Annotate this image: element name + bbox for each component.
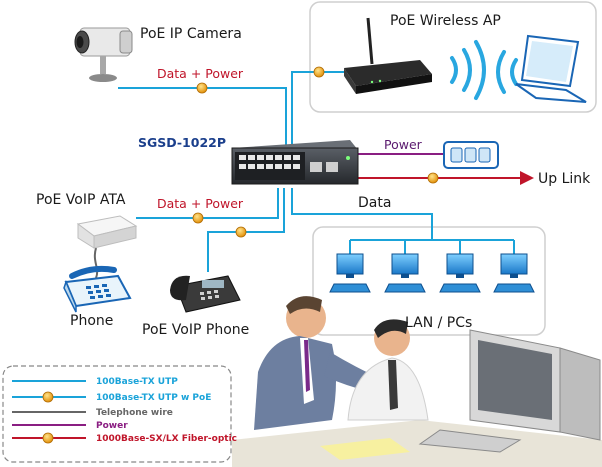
uplink-label: Up Link [538,171,591,187]
cable-ata [136,188,279,219]
phone-label: Phone [70,313,113,329]
data-power-ata-label: Data + Power [157,196,244,211]
cable-camera [118,87,287,148]
camera-label: PoE IP Camera [140,26,242,42]
office-workers-illustration [232,296,602,467]
legend-item-utp-poe: 100Base-TX UTP w PoE [12,391,211,403]
voip-ata-icon [76,215,138,249]
lan-label: LAN / PCs [405,315,472,331]
ip-camera-icon [74,27,133,82]
phone-icon [63,265,132,313]
voip-phone-label: PoE VoIP Phone [142,322,249,338]
power-supply-icon [443,141,499,169]
switch-icon [231,140,359,185]
poe-marker-icon [42,391,54,403]
switch-label: SGSD-1022P [138,135,226,150]
laptop-icon [515,34,587,103]
cable-lan [291,188,433,240]
uplink-arrow-icon [520,171,534,185]
legend-item-fiber: 1000Base-SX/LX Fiber-optic [12,432,237,444]
cable-ap [291,71,350,148]
legend-item-utp: 100Base-TX UTP [12,377,178,387]
utp-cables [118,71,515,272]
svg-text:Power: Power [96,421,128,431]
power-label: Power [384,137,423,152]
svg-text:100Base-TX UTP w PoE: 100Base-TX UTP w PoE [96,393,211,403]
data-label: Data [358,195,391,211]
data-power-label: Data + Power [157,66,244,81]
poe-marker-icon [192,212,204,224]
wireless-ap-icon [344,17,432,94]
telephone-wire [93,247,99,279]
legend: 100Base-TX UTP 100Base-TX UTP w PoE Tele… [12,377,237,444]
legend-item-telephone: Telephone wire [12,408,173,418]
poe-markers [192,66,439,238]
pc-icon [493,253,535,293]
wireless-ap-label: PoE Wireless AP [390,13,501,29]
svg-text:1000Base-SX/LX Fiber-optic: 1000Base-SX/LX Fiber-optic [96,434,237,444]
svg-text:Telephone wire: Telephone wire [96,408,173,418]
poe-marker-icon [42,432,54,444]
pc-icon [384,253,426,293]
legend-item-power: Power [12,421,128,431]
pc-icon [329,253,371,293]
voip-ata-label: PoE VoIP ATA [36,192,126,208]
lan-group [312,226,546,336]
voip-phone-icon [170,275,241,313]
poe-marker-icon [235,226,247,238]
poe-marker-icon [196,82,208,94]
poe-marker-icon [427,172,439,184]
svg-text:100Base-TX UTP: 100Base-TX UTP [96,377,178,387]
pc-icon [439,253,481,293]
lan-pcs-icon [329,253,535,293]
wifi-signal-icon [450,40,518,100]
poe-marker-icon [313,66,325,78]
